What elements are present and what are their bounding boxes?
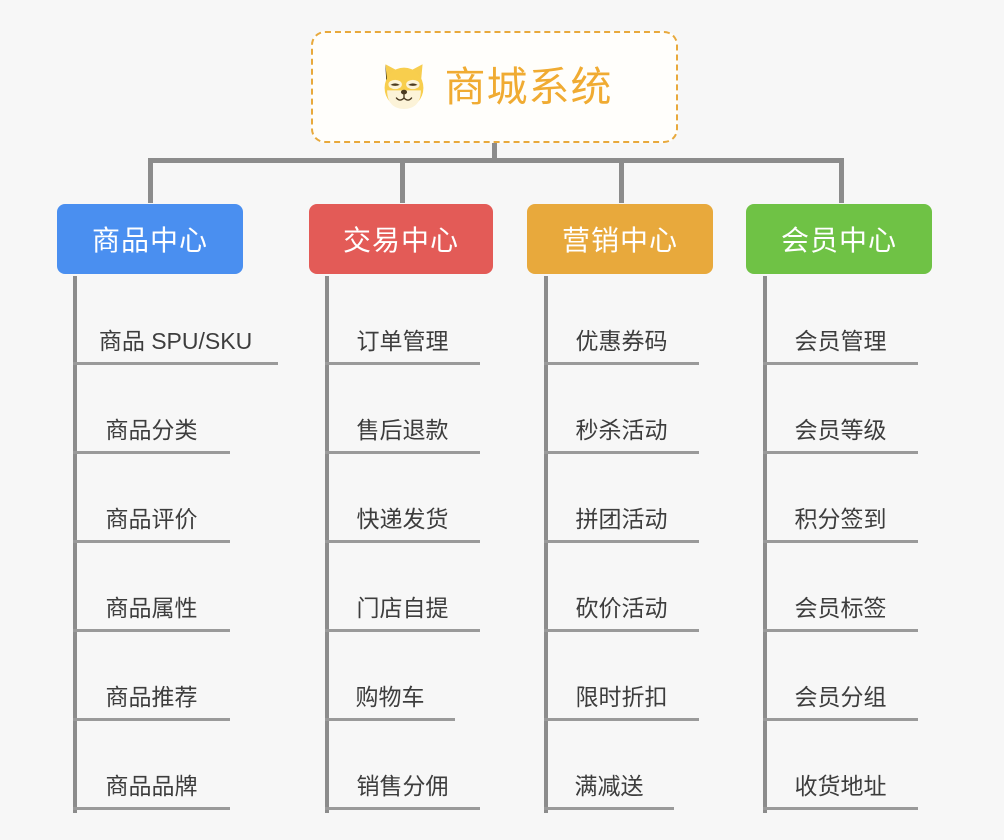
- leaf-item[interactable]: 快递发货: [325, 454, 480, 543]
- leaf-label: 购物车: [355, 683, 425, 710]
- root-node[interactable]: 商城系统: [311, 31, 678, 143]
- leaf-item[interactable]: 收货地址: [763, 721, 918, 810]
- leaf-label: 限时折扣: [575, 683, 668, 710]
- leaf-item[interactable]: 购物车: [325, 632, 455, 721]
- branch-box-交易中心[interactable]: 交易中心: [309, 204, 493, 274]
- leaf-item[interactable]: 积分签到: [763, 454, 918, 543]
- leaf-label: 商品分类: [105, 416, 198, 443]
- leaf-item[interactable]: 商品品牌: [73, 721, 230, 810]
- leaf-label: 优惠券码: [575, 327, 668, 354]
- leaf-label: 商品推荐: [105, 683, 198, 710]
- leaf-item[interactable]: 商品推荐: [73, 632, 230, 721]
- leaf-spine: [763, 276, 767, 813]
- leaf-label: 订单管理: [356, 327, 449, 354]
- leaf-item[interactable]: 会员标签: [763, 543, 918, 632]
- leaf-item[interactable]: 订单管理: [325, 276, 480, 365]
- leaf-item[interactable]: 拼团活动: [544, 454, 699, 543]
- leaf-item[interactable]: 会员等级: [763, 365, 918, 454]
- leaf-item[interactable]: 售后退款: [325, 365, 480, 454]
- leaf-label: 商品评价: [105, 505, 198, 532]
- leaf-label: 商品 SPU/SKU: [98, 327, 253, 354]
- leaf-label: 积分签到: [794, 505, 887, 532]
- branch-drop-line-1: [148, 158, 153, 203]
- leaf-item[interactable]: 商品 SPU/SKU: [73, 276, 278, 365]
- branch-drop-line-4: [839, 158, 844, 203]
- leaf-item[interactable]: 限时折扣: [544, 632, 699, 721]
- branch-box-会员中心[interactable]: 会员中心: [746, 204, 932, 274]
- leaf-label: 会员分组: [794, 683, 887, 710]
- leaf-spine: [544, 276, 548, 813]
- leaf-item[interactable]: 满减送: [544, 721, 674, 810]
- branch-label: 会员中心: [780, 225, 897, 256]
- leaf-item[interactable]: 门店自提: [325, 543, 480, 632]
- leaf-label: 商品属性: [105, 594, 198, 621]
- branch-drop-line-2: [400, 158, 405, 203]
- leaf-label: 秒杀活动: [575, 416, 668, 443]
- branch-bus-line: [149, 158, 843, 163]
- branch-drop-line-3: [619, 158, 624, 203]
- leaf-item[interactable]: 商品属性: [73, 543, 230, 632]
- branch-label: 营销中心: [561, 225, 678, 256]
- leaf-label: 会员管理: [794, 327, 887, 354]
- leaf-item[interactable]: 优惠券码: [544, 276, 699, 365]
- leaf-item[interactable]: 砍价活动: [544, 543, 699, 632]
- leaf-item[interactable]: 商品评价: [73, 454, 230, 543]
- leaf-label: 会员等级: [794, 416, 887, 443]
- leaf-label: 收货地址: [794, 772, 887, 799]
- leaf-label: 售后退款: [356, 416, 449, 443]
- root-stem-line: [492, 143, 497, 161]
- leaf-item[interactable]: 商品分类: [73, 365, 230, 454]
- leaf-item[interactable]: 秒杀活动: [544, 365, 699, 454]
- leaf-label: 砍价活动: [575, 594, 668, 621]
- leaf-label: 满减送: [574, 772, 644, 799]
- leaf-label: 门店自提: [356, 594, 449, 621]
- branch-label: 交易中心: [342, 225, 459, 256]
- branch-box-营销中心[interactable]: 营销中心: [527, 204, 713, 274]
- branch-label: 商品中心: [91, 225, 208, 256]
- leaf-spine: [325, 276, 329, 813]
- leaf-item[interactable]: 会员管理: [763, 276, 918, 365]
- root-title: 商城系统: [444, 63, 613, 110]
- leaf-label: 会员标签: [794, 594, 887, 621]
- leaf-item[interactable]: 销售分佣: [325, 721, 480, 810]
- leaf-label: 拼团活动: [575, 505, 668, 532]
- leaf-label: 商品品牌: [105, 772, 198, 799]
- branch-box-商品中心[interactable]: 商品中心: [57, 204, 243, 274]
- leaf-label: 快递发货: [356, 505, 449, 532]
- leaf-item[interactable]: 会员分组: [763, 632, 918, 721]
- leaf-spine: [73, 276, 77, 813]
- leaf-label: 销售分佣: [356, 772, 449, 799]
- shiba-dog-icon: [384, 64, 423, 109]
